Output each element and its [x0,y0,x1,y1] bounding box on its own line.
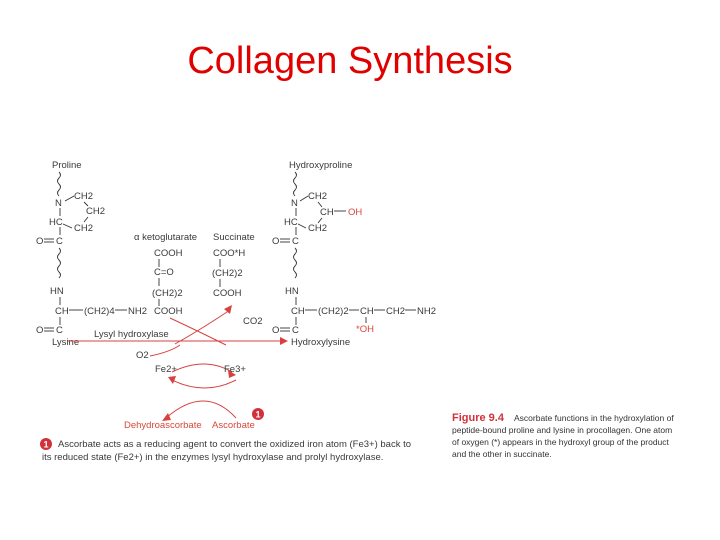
hyp-c: C [292,236,299,247]
lysine-ch: CH [55,306,69,317]
akg-cooh-bottom: COOH [154,306,183,317]
proline-c: C [56,236,63,247]
fe-cycle-top [171,363,233,373]
hyl-ch22: (CH2)2 [318,306,349,317]
hyl-nh2: NH2 [417,306,436,317]
hyl-ch2-side: CH2 [386,306,405,317]
caption-line-3: of oxygen (*) appears in the hydroxyl gr… [452,437,670,447]
hyl-oh-star: *OH [356,324,374,335]
lysine-label: Lysine [52,337,79,348]
o2-label: O2 [136,350,149,361]
proline-bond [62,223,73,229]
hyp-oh: OH [348,207,362,218]
hyp-bond [297,223,307,229]
hyl-ch-main: CH [291,306,305,317]
hyl-o: O [272,325,279,336]
hydroxylysine-wavy-chain [293,247,297,279]
badge-number: 1 [256,410,261,420]
proline-wavy-chain [57,171,61,197]
lysine-c: C [56,325,63,336]
hyp-ch2-a: CH2 [308,191,327,202]
proline-hc: HC [49,217,63,228]
akg-ch22: (CH2)2 [152,288,183,299]
hydroxyproline-label: Hydroxyproline [289,160,352,171]
hyp-n: N [291,198,298,209]
fe-cycle-head-bottom [168,376,176,384]
proline-ch2-a: CH2 [74,191,93,202]
lysine-wavy-chain [57,247,61,279]
o2-curve-arrow [149,344,181,357]
badge-icon [252,408,264,420]
akg-curve-arrow [169,317,227,346]
fe3-label: Fe3+ [224,364,246,375]
proline-ring-bond [83,201,89,207]
proline-o: O [36,236,43,247]
proline-n: N [55,198,62,209]
lysine-nh2: NH2 [128,306,147,317]
hyp-bond [317,217,323,224]
figure-number: Figure 9.4 [452,412,505,424]
hyl-ch-side: CH [360,306,374,317]
hyp-o: O [272,236,279,247]
hydroxyproline-wavy-chain [293,171,297,197]
hyl-c: C [292,325,299,336]
proline-ch2-c: CH2 [74,223,93,234]
ascorbate-label: Ascorbate [212,420,255,431]
proline-bond [64,195,75,202]
lysine-o: O [36,325,43,336]
ascorbate-arrowhead [162,413,171,421]
page-title: Collagen Synthesis [187,40,513,82]
hyp-ch: CH [320,207,334,218]
caption-line-4: and the other in succinate. [452,449,552,459]
note-badge-number: 1 [44,440,49,450]
hyp-ch2-b: CH2 [308,223,327,234]
note-badge-icon [40,438,52,450]
hydroxylysine-label: Hydroxylysine [291,337,350,348]
hyp-bond [317,201,323,208]
note-line-1: Ascorbate acts as a reducing agent to co… [58,439,411,450]
succ-coostar: COO*H [213,248,245,259]
succ-arrowhead [224,305,232,314]
fe-cycle-head-top [228,370,236,378]
reaction-arrowhead [280,337,288,345]
hyp-hc: HC [284,217,298,228]
caption-line-2: peptide-bound proline and lysine in proc… [452,425,672,435]
hyl-hn: HN [285,286,299,297]
lysine-hn: HN [50,286,64,297]
succ-cooh: COOH [213,288,242,299]
hyp-bond [299,195,309,202]
co2-label: CO2 [243,316,263,327]
proline-ring-bond [83,216,89,223]
note-line-2: its reduced state (Fe2+) in the enzymes … [42,452,383,463]
succ-curve-arrow [174,309,231,345]
caption-line-1: Ascorbate functions in the hydroxylation… [514,413,674,423]
succinate-label: Succinate [213,232,255,243]
succ-ch22: (CH2)2 [212,268,243,279]
lysine-side-chain: (CH2)4 [84,306,115,317]
proline-label: Proline [52,160,82,171]
akg-co: C=O [154,267,174,278]
fe-cycle-bottom [171,379,237,389]
proline-ch2-b: CH2 [86,206,105,217]
akg-label: α ketoglutarate [134,232,197,243]
ascorbate-cycle [165,400,237,419]
dehydroascorbate-label: Dehydroascorbate [124,420,202,431]
fe2-label: Fe2+ [155,364,177,375]
enzyme-label: Lysyl hydroxylase [94,329,169,340]
akg-cooh-top: COOH [154,248,183,259]
